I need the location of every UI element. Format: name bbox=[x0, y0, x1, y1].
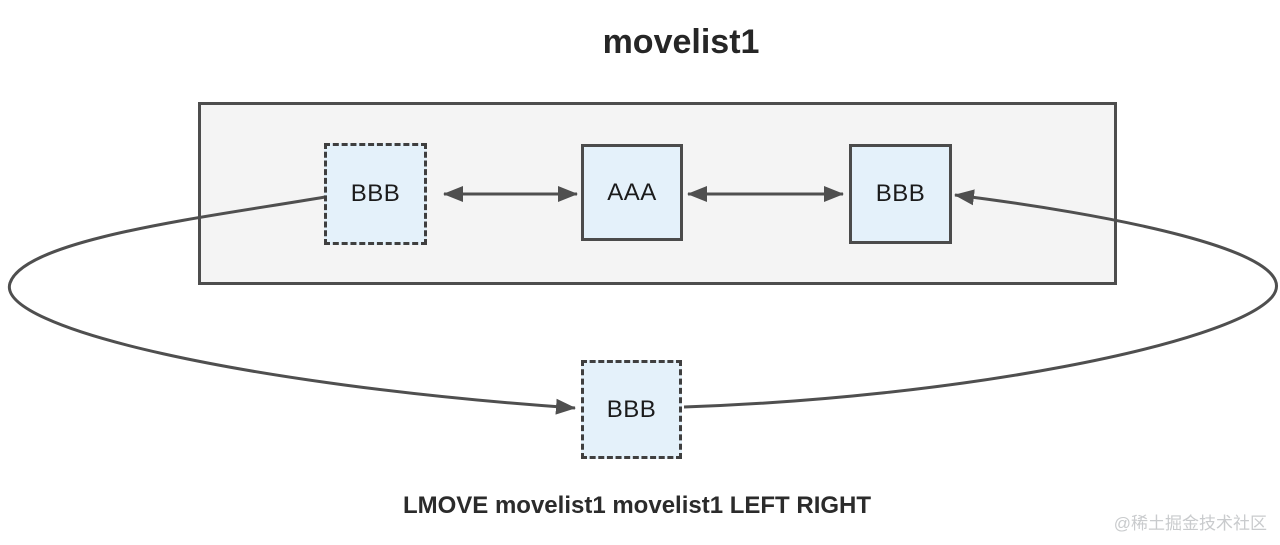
node-bbb-tail: BBB bbox=[849, 144, 952, 244]
diagram-title: movelist1 bbox=[602, 23, 760, 61]
watermark: @稀土掘金技术社区 bbox=[1113, 514, 1267, 533]
command-caption: LMOVE movelist1 movelist1 LEFT RIGHT bbox=[402, 492, 872, 519]
node-bbb-head: BBB bbox=[324, 143, 427, 245]
node-aaa: AAA bbox=[581, 144, 683, 241]
node-aaa-label: AAA bbox=[607, 178, 657, 206]
node-bbb-tail-label: BBB bbox=[875, 180, 926, 207]
node-bbb-head-label: BBB bbox=[350, 180, 401, 207]
node-bbb-moved-label: BBB bbox=[606, 395, 657, 423]
node-bbb-moved: BBB bbox=[581, 360, 682, 459]
